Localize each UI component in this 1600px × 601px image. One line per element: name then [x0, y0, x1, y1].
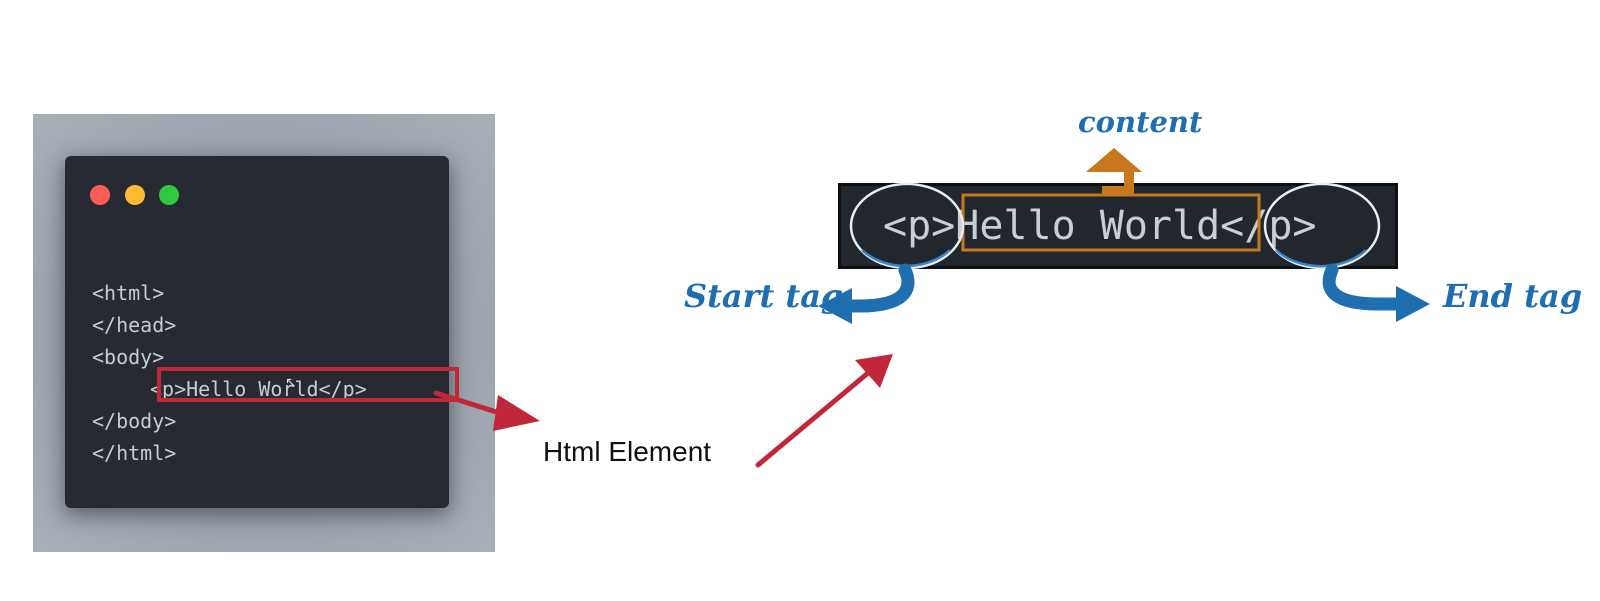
start-tag-text: <p> [883, 203, 956, 249]
end-tag-label: End tag [1443, 277, 1583, 315]
code-block: <html> </head> <body> <p>Hello World</p>… [92, 277, 367, 469]
red-arrow-to-snippet [755, 354, 893, 468]
html-element-label: Html Element [543, 436, 712, 467]
element-snippet: <p>Hello World</p> [838, 183, 1398, 269]
code-editor-window: <html> </head> <body> <p>Hello World</p>… [65, 156, 459, 508]
end-tag-text: </p> [1220, 203, 1317, 249]
element-highlight-box [157, 367, 459, 402]
code-line-highlighted: <p>Hello World</p> [150, 377, 367, 401]
maximize-dot-icon [159, 185, 179, 205]
content-label: content [1078, 105, 1203, 139]
minimize-dot-icon [125, 185, 145, 205]
mouse-cursor-icon: ↖ [285, 375, 297, 391]
code-window-frame: <html> </head> <body> <p>Hello World</p>… [33, 114, 495, 552]
end-tag-arrow [1322, 263, 1430, 322]
code-line: <html> [92, 281, 165, 305]
snippet-text: <p>Hello World</p> [883, 200, 1316, 252]
code-line: </head> [92, 313, 177, 337]
code-line: <body> [92, 345, 165, 369]
code-line: </html> [92, 441, 177, 465]
code-line: </body> [92, 409, 177, 433]
start-tag-label: Start tag [684, 277, 844, 315]
close-dot-icon [90, 185, 110, 205]
content-text: Hello World [955, 203, 1221, 249]
